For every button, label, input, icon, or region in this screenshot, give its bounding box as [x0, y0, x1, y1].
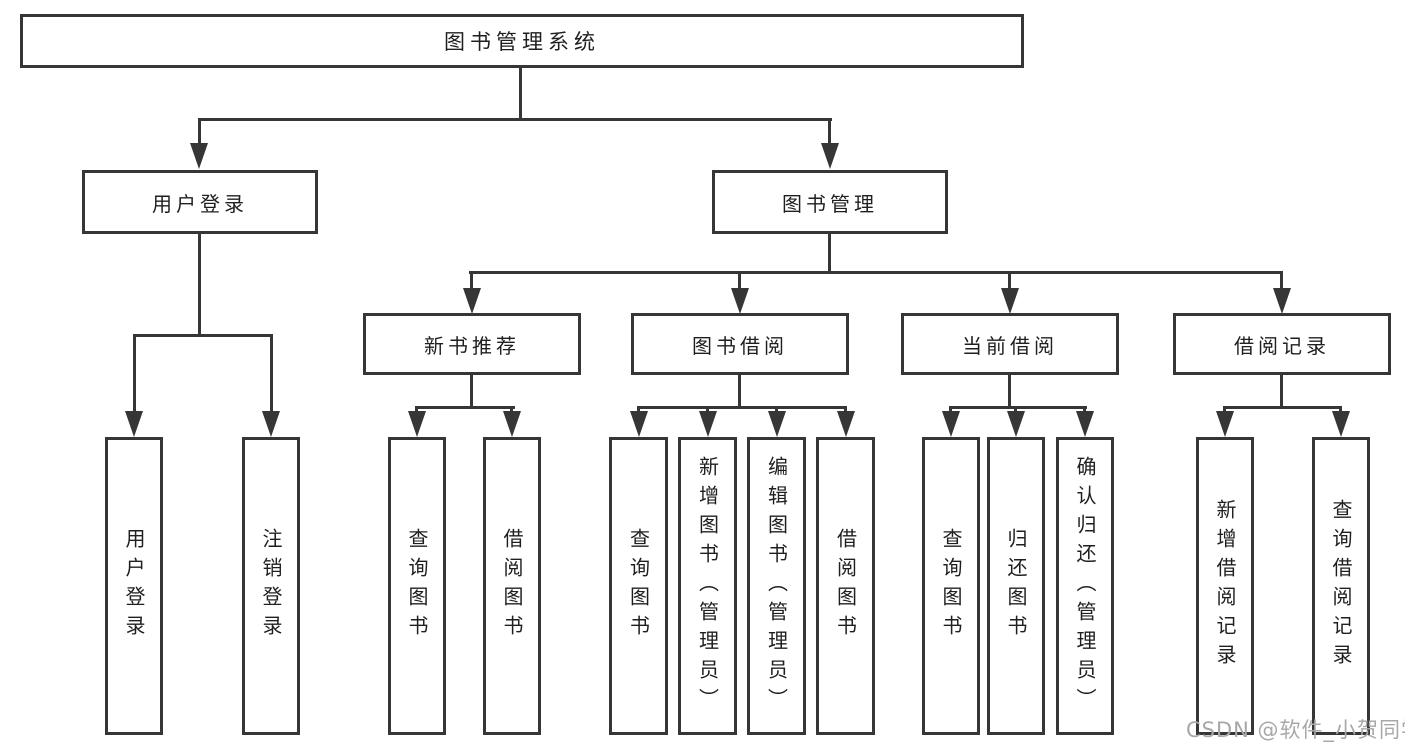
connector-leaf-stem — [270, 334, 273, 414]
node-book-borrow: 图书借阅 — [631, 313, 849, 375]
node-current-borrow: 当前借阅 — [901, 313, 1119, 375]
connector-root-hline — [198, 118, 832, 121]
node-new-book-recommend: 新书推荐 — [363, 313, 581, 375]
connector-to-book-mgmt-stem — [828, 118, 831, 148]
connector-leaf-stem — [133, 334, 136, 414]
node-root-system: 图书管理系统 — [20, 14, 1024, 68]
connector-level3-stem — [738, 271, 741, 293]
arrowhead-down-icon — [408, 411, 426, 437]
arrowhead-down-icon — [630, 411, 648, 437]
leaf-return-books: 归还图书 — [987, 437, 1045, 735]
arrowhead-down-icon — [463, 288, 481, 314]
arrowhead-down-icon — [699, 411, 717, 437]
connector-book-mgmt-stub — [828, 233, 831, 274]
arrowhead-down-icon — [262, 411, 280, 437]
connector-groupD-hline — [1223, 406, 1342, 409]
leaf-borrow-books: 借阅图书 — [816, 437, 875, 735]
arrowhead-down-icon — [1001, 288, 1019, 314]
leaf-user-login: 用户登录 — [105, 437, 163, 735]
arrowhead-down-icon — [1216, 411, 1234, 437]
connector-user-login-hline — [133, 334, 273, 337]
arrowhead-down-icon — [837, 411, 855, 437]
leaf-add-borrow-record: 新增借阅记录 — [1196, 437, 1254, 735]
leaf-add-books-admin: 新增图书（管理员） — [678, 437, 737, 735]
watermark: CSDN @软件_小贺同学 — [1186, 718, 1405, 742]
connector-to-user-login-stem — [198, 118, 201, 148]
arrowhead-down-icon — [125, 411, 143, 437]
arrowhead-down-icon — [942, 411, 960, 437]
connector-level3-stem — [1008, 271, 1011, 293]
connector-groupB-stub — [738, 374, 741, 409]
arrowhead-down-icon — [768, 411, 786, 437]
connector-groupC-hline — [949, 406, 1087, 409]
connector-level3-stem — [1280, 271, 1283, 293]
leaf-query-books-recommend: 查询图书 — [388, 437, 446, 735]
arrowhead-down-icon — [503, 411, 521, 437]
connector-book-mgmt-hline — [469, 271, 1283, 274]
arrowhead-down-icon — [1007, 411, 1025, 437]
leaf-edit-books-admin: 编辑图书（管理员） — [747, 437, 806, 735]
node-borrow-records: 借阅记录 — [1173, 313, 1391, 375]
node-user-login: 用户登录 — [82, 170, 318, 234]
connector-root-stub — [519, 67, 522, 121]
leaf-query-borrow-record: 查询借阅记录 — [1312, 437, 1370, 735]
leaf-confirm-return-admin: 确认归还（管理员） — [1056, 437, 1114, 735]
arrowhead-down-icon — [1332, 411, 1350, 437]
connector-groupC-stub — [1008, 374, 1011, 409]
arrowhead-down-icon — [731, 288, 749, 314]
leaf-query-books-borrow: 查询图书 — [609, 437, 668, 735]
connector-groupA-hline — [415, 406, 515, 409]
arrowhead-down-icon — [1076, 411, 1094, 437]
arrowhead-down-icon — [1273, 288, 1291, 314]
arrowhead-down-icon — [821, 143, 839, 169]
connector-groupA-stub — [470, 374, 473, 409]
node-book-management: 图书管理 — [712, 170, 948, 234]
connector-user-login-stub — [198, 234, 201, 335]
connector-level3-stem — [470, 271, 473, 293]
connector-groupB-hline — [637, 406, 847, 409]
leaf-query-books-current: 查询图书 — [922, 437, 980, 735]
connector-groupD-stub — [1280, 374, 1283, 409]
leaf-logout: 注销登录 — [242, 437, 300, 735]
arrowhead-down-icon — [190, 143, 208, 169]
leaf-borrow-books-recommend: 借阅图书 — [483, 437, 541, 735]
